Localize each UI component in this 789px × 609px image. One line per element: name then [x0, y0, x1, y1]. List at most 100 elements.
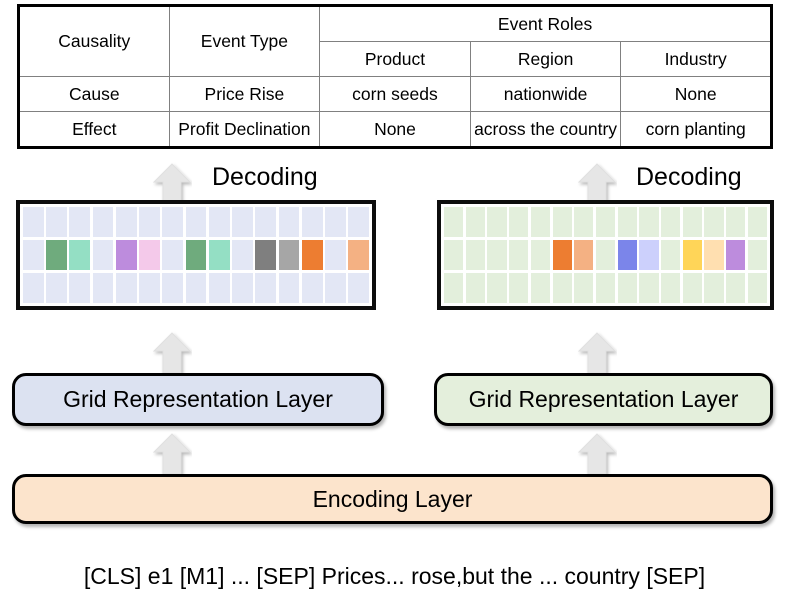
grid-cell — [348, 207, 370, 238]
cell-product-effect: None — [319, 110, 471, 149]
grid-column — [747, 207, 768, 303]
cell-region-cause: nationwide — [469, 75, 622, 112]
decoding-label-left: Decoding — [212, 163, 318, 191]
encoding-layer[interactable]: Encoding Layer — [12, 474, 773, 524]
grid-column — [348, 207, 370, 303]
grid-column — [465, 207, 485, 303]
grid-column — [509, 207, 529, 303]
grid-cell-highlighted — [682, 239, 702, 271]
decoding-label-right: Decoding — [636, 163, 742, 191]
grid-cell — [595, 239, 616, 271]
grid-cell-highlighted — [348, 239, 370, 271]
grid-cell — [325, 207, 346, 238]
grid-cell — [704, 207, 724, 238]
grid-cell — [530, 239, 551, 271]
grid-cell — [115, 272, 137, 303]
grid-column — [704, 207, 724, 303]
grid-cell — [704, 272, 724, 303]
grid-cell — [552, 272, 572, 303]
grid-cell-highlighted — [185, 239, 207, 271]
grid-column — [139, 207, 160, 303]
grid-column — [115, 207, 137, 303]
grid-cell-highlighted — [255, 239, 277, 271]
grid-cell — [552, 207, 572, 238]
grid-column — [92, 207, 114, 303]
grid-cell — [325, 272, 346, 303]
grid-cell — [232, 239, 253, 271]
grid-representation-layer-left[interactable]: Grid Representation Layer — [12, 373, 384, 426]
grid-cell-highlighted — [46, 239, 67, 271]
table-row: Cause Price Rise corn seeds nationwide N… — [18, 75, 772, 112]
grid-cell — [617, 272, 637, 303]
grid-cell — [232, 272, 253, 303]
grid-cell — [69, 207, 91, 238]
cell-event-type-cause: Price Rise — [168, 75, 321, 112]
grid-representation-left — [16, 200, 376, 310]
grid-cell — [726, 272, 746, 303]
grid-cell — [444, 272, 464, 303]
grid-column — [595, 207, 616, 303]
cell-causality-effect: Effect — [18, 110, 170, 149]
grid-column — [23, 207, 44, 303]
grid-cell — [530, 272, 551, 303]
grid-cell — [185, 272, 207, 303]
grid-column — [487, 207, 507, 303]
grid-cell — [162, 272, 184, 303]
grid-cell — [726, 207, 746, 238]
grid-cell — [595, 272, 616, 303]
grid-cell — [23, 207, 44, 238]
grid-column — [444, 207, 464, 303]
header-product: Product — [319, 41, 471, 77]
grid-column — [162, 207, 184, 303]
arrow-encode-left — [152, 432, 192, 476]
grid-representation-layer-left-label: Grid Representation Layer — [63, 386, 333, 412]
grid-representation-layer-right-label: Grid Representation Layer — [468, 386, 739, 412]
grid-cell — [255, 272, 277, 303]
grid-cell — [661, 272, 681, 303]
grid-cell — [23, 239, 44, 271]
event-roles-table-container: Causality Event Type Event Roles Product… — [17, 4, 773, 149]
grid-representation-layer-right[interactable]: Grid Representation Layer — [434, 373, 773, 426]
grid-column — [46, 207, 67, 303]
grid-cell-highlighted — [617, 239, 637, 271]
grid-column — [301, 207, 323, 303]
grid-cell — [747, 239, 768, 271]
grid-cell — [530, 207, 551, 238]
grid-cell-highlighted — [278, 239, 300, 271]
grid-cell-highlighted — [574, 239, 594, 271]
grid-cell — [509, 239, 529, 271]
grid-cell — [301, 272, 323, 303]
grid-cell — [162, 207, 184, 238]
grid-cell-highlighted — [301, 239, 323, 271]
grid-column — [232, 207, 253, 303]
arrow-grid-left — [152, 331, 192, 375]
header-causality: Causality — [18, 5, 170, 77]
grid-cell — [487, 272, 507, 303]
grid-cell — [278, 272, 300, 303]
grid-column — [574, 207, 594, 303]
grid-cell — [208, 207, 230, 238]
header-event-type: Event Type — [168, 5, 321, 77]
grid-representation-right — [437, 200, 774, 310]
grid-cell — [465, 207, 485, 238]
table-row: Effect Profit Declination None across th… — [18, 110, 772, 149]
input-token-sequence: [CLS] e1 [M1] ... [SEP] Prices... rose,b… — [83, 563, 706, 589]
event-roles-table: Causality Event Type Event Roles Product… — [17, 4, 773, 149]
grid-cell — [444, 207, 464, 238]
grid-cell — [595, 207, 616, 238]
cell-industry-cause: None — [620, 75, 772, 112]
grid-column — [661, 207, 681, 303]
grid-cell-highlighted — [69, 239, 91, 271]
cell-event-type-effect: Profit Declination — [168, 110, 321, 149]
grid-cell — [747, 207, 768, 238]
grid-column — [552, 207, 572, 303]
grid-cell — [574, 272, 594, 303]
grid-cell — [232, 207, 253, 238]
grid-cell — [487, 207, 507, 238]
grid-cell-highlighted — [139, 239, 160, 271]
header-event-roles: Event Roles — [319, 4, 772, 43]
cell-region-effect: across the country — [469, 110, 622, 149]
grid-cell — [747, 272, 768, 303]
grid-cell — [509, 272, 529, 303]
grid-cell — [509, 207, 529, 238]
